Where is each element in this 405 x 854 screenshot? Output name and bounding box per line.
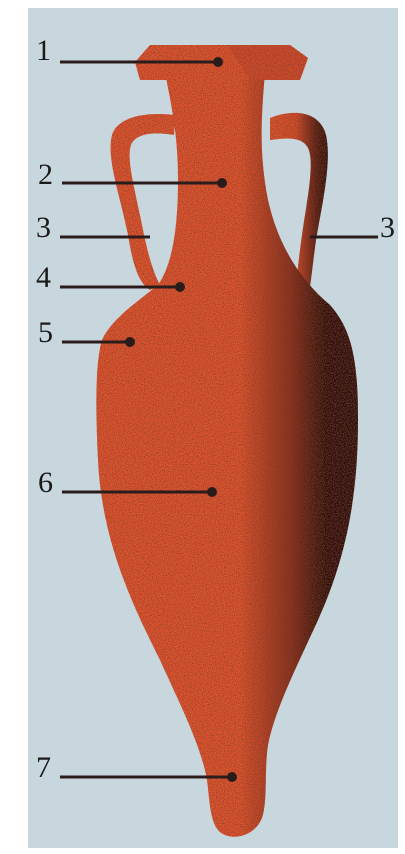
callout-5-shoulder: 5 <box>38 318 53 348</box>
leader-dot-5 <box>125 337 135 347</box>
callout-6-body: 6 <box>38 468 53 498</box>
callout-2-neck: 2 <box>38 160 53 190</box>
leader-dot-7 <box>227 772 237 782</box>
leader-dot-6 <box>207 487 217 497</box>
callout-3-left-handle: 3 <box>36 213 51 243</box>
callout-4-neck-base: 4 <box>36 263 51 293</box>
leader-dot-2 <box>217 178 227 188</box>
left-handle <box>111 114 175 290</box>
leader-dot-1 <box>213 57 223 67</box>
callout-3-right-handle: 3 <box>380 213 395 243</box>
callout-1-rim: 1 <box>36 36 51 66</box>
leader-dot-4 <box>175 282 185 292</box>
callout-7-foot: 7 <box>36 753 51 783</box>
